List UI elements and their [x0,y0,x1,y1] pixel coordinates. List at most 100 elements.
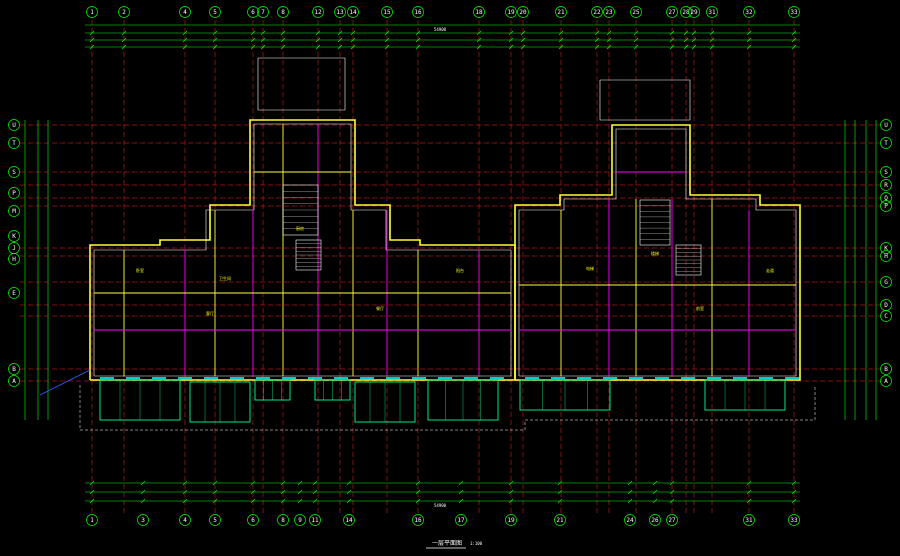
axis-bubble-top-5-label: 5 [213,9,217,16]
axis-bubble-bottom-8-circle [277,514,289,526]
axis-bubble-left-S-circle [8,166,20,178]
dim-tick [520,44,526,50]
axis-bubble-right-T-label: T [884,140,888,147]
dim-tick [337,37,343,43]
dim-tick [121,44,127,50]
dim-tick [476,30,482,36]
room-label: 电梯 [586,265,594,271]
axis-bubble-top-4-label: 4 [183,9,187,16]
axis-bubble-right-K-circle [880,242,892,254]
dim-tick [89,44,95,50]
dim-tick [280,30,286,36]
axis-bubble-left-A-label: A [12,378,16,385]
axis-bubble-top-21-circle [555,6,567,18]
axis-bubble-top-1-circle [86,6,98,18]
axis-bubble-bottom-3-label: 3 [141,517,145,524]
axis-bubble-top-7-label: 7 [261,9,265,16]
dim-tick [691,44,697,50]
dim-tick [415,489,421,495]
axis-bubble-left-H-label: H [12,256,16,263]
dim-tick [746,30,752,36]
dim-tick [89,498,95,504]
axis-bubble-top-7-circle [257,6,269,18]
axis-bubble-bottom-5-label: 5 [213,517,217,524]
dim-tick [315,44,321,50]
dim-tick [89,489,95,495]
dim-tick [297,489,303,495]
axis-bubble-top-2-circle [118,6,130,18]
axis-bubble-left-B-label: B [12,366,16,373]
dim-tick [458,480,464,486]
axis-bubble-top-6-label: 6 [251,9,255,16]
axis-bubble-right-R-label: R [884,182,888,189]
axis-bubble-top-31-label: 31 [708,9,716,16]
room-label: 餐厅 [376,305,384,311]
dim-overall-top: 54900 [434,27,447,32]
axis-bubble-right-B-label: B [884,366,888,373]
room-label: 卫生间 [219,275,231,281]
axis-bubble-top-12-circle [312,6,324,18]
dim-tick [683,37,689,43]
axis-bubble-top-14-circle [347,6,359,18]
dim-tick [121,37,127,43]
axis-bubble-bottom-8-label: 8 [281,517,285,524]
dim-tick [709,30,715,36]
dim-tick [627,489,633,495]
axis-bubble-right-T-circle [880,137,892,149]
dim-tick [212,489,218,495]
dim-tick [594,44,600,50]
axis-bubble-right-H-circle [880,250,892,262]
axis-bubble-top-31-circle [706,6,718,18]
axis-bubble-top-1-label: 1 [90,9,94,16]
room-label: 楼梯 [651,250,659,256]
axis-bubble-bottom-11-circle [309,514,321,526]
axis-bubble-top-29-circle [688,6,700,18]
dim-tick [594,37,600,43]
room-label: 卧室 [136,267,144,273]
axis-bubble-right-P-circle [880,200,892,212]
axis-grid [20,20,880,515]
dim-tick [683,30,689,36]
axis-bubble-bottom-11-label: 11 [311,517,319,524]
axis-bubble-right-C-circle [880,310,892,322]
dim-tick [212,30,218,36]
dim-tick [691,30,697,36]
dim-tick [315,37,321,43]
axis-bubble-bottom-19-circle [505,514,517,526]
dim-tick [669,44,675,50]
dim-tick [346,489,352,495]
dim-tick [508,30,514,36]
axis-bubble-bottom-6-label: 6 [251,517,255,524]
dim-tick [312,480,318,486]
room-label: 客厅 [206,310,214,316]
axis-bubble-left-U-circle [8,119,20,131]
axis-bubble-bottom-16-circle [412,514,424,526]
axis-bubble-bottom-6-circle [247,514,259,526]
dim-tick [89,37,95,43]
dim-tick [212,480,218,486]
axis-bubble-top-33-circle [788,6,800,18]
dim-tick [260,30,266,36]
dim-tick [791,37,797,43]
axis-bubble-bottom-24-label: 24 [626,517,634,524]
dim-tick [350,44,356,50]
dim-tick [415,30,421,36]
drawing-scale-text: 1:100 [470,541,483,546]
axis-bubble-top-15-circle [381,6,393,18]
axis-bubble-top-5-circle [209,6,221,18]
dim-tick [627,480,633,486]
dim-tick [250,480,256,486]
canopy-left [257,57,346,111]
dim-tick [250,37,256,43]
axis-bubble-right-S-circle [880,166,892,178]
axis-bubble-left-E-label: E [12,290,16,297]
dim-tick [260,37,266,43]
dim-tick [791,498,797,504]
axis-bubble-bottom-27-circle [666,514,678,526]
axis-bubble-left-K-circle [8,230,20,242]
axis-bubble-bottom-9-circle [294,514,306,526]
axis-bubble-top-13-label: 13 [336,9,344,16]
